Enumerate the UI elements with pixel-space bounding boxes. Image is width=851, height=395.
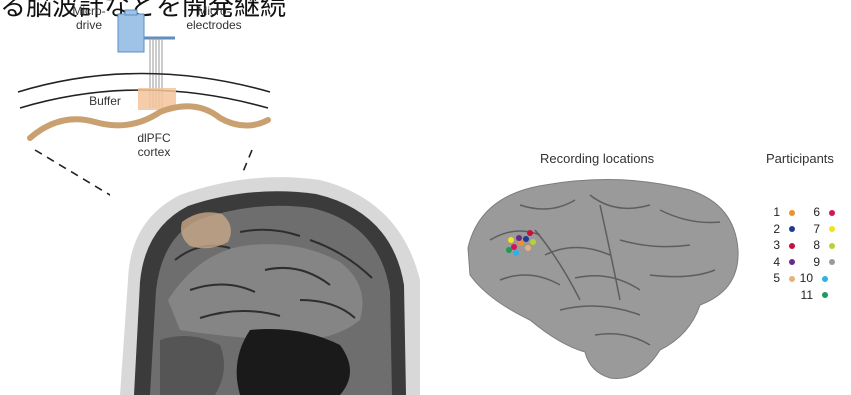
legend-number: 11 [799,288,813,302]
legend-number: 5 [766,271,780,285]
legend-dot [789,210,795,216]
dlpfc-label: dlPFC cortex [126,131,182,159]
rec-dot-8 [530,239,536,245]
legend-dot [822,292,828,298]
microdrive-cap [125,10,137,15]
rec-dot-9 [521,249,527,255]
buffer-label: Buffer [78,94,132,108]
legend-number: 8 [806,238,820,252]
mri-head-image [110,175,420,395]
legend-item-10: 10 [799,271,828,285]
legend-item-11: 11 [799,288,828,302]
legend-number: 3 [766,238,780,252]
rec-dot-4 [516,235,522,241]
legend-dot [822,276,828,282]
rec-dot-2 [523,236,529,242]
legend-dot [789,259,795,265]
recording-locations-title: Recording locations [540,151,654,166]
legend-dot [829,210,835,216]
legend-item-1: 1 [766,205,795,219]
legend-number: 9 [806,255,820,269]
legend-dot [829,243,835,249]
legend-number: 6 [806,205,820,219]
legend-item-6: 6 [806,205,835,219]
rec-dot-11 [506,247,512,253]
legend-item-8: 8 [806,238,835,252]
legend-item-3: 3 [766,238,795,252]
rec-dot-10 [513,250,519,256]
legend-number: 4 [766,255,780,269]
legend-dot [789,276,795,282]
legend-dot [789,243,795,249]
rec-dot-7 [508,237,514,243]
legend-item-5: 5 [766,271,795,285]
brain-3d-image [468,180,738,379]
legend-item-9: 9 [806,255,835,269]
rec-dot-6 [511,244,517,250]
microelectrodes-label: Micro- electrodes [174,4,254,32]
legend-number: 10 [799,271,813,285]
participants-title: Participants [766,151,834,166]
legend-item-7: 7 [806,222,835,236]
legend-item-2: 2 [766,222,795,236]
legend-number: 2 [766,222,780,236]
rec-dot-3 [527,230,533,236]
legend-dot [829,226,835,232]
legend-number: 1 [766,205,780,219]
microdrive-label: Micro- drive [62,4,116,32]
legend-number: 7 [806,222,820,236]
legend-item-4: 4 [766,255,795,269]
microdrive-box [118,14,144,52]
legend-dot [829,259,835,265]
legend-dot [789,226,795,232]
